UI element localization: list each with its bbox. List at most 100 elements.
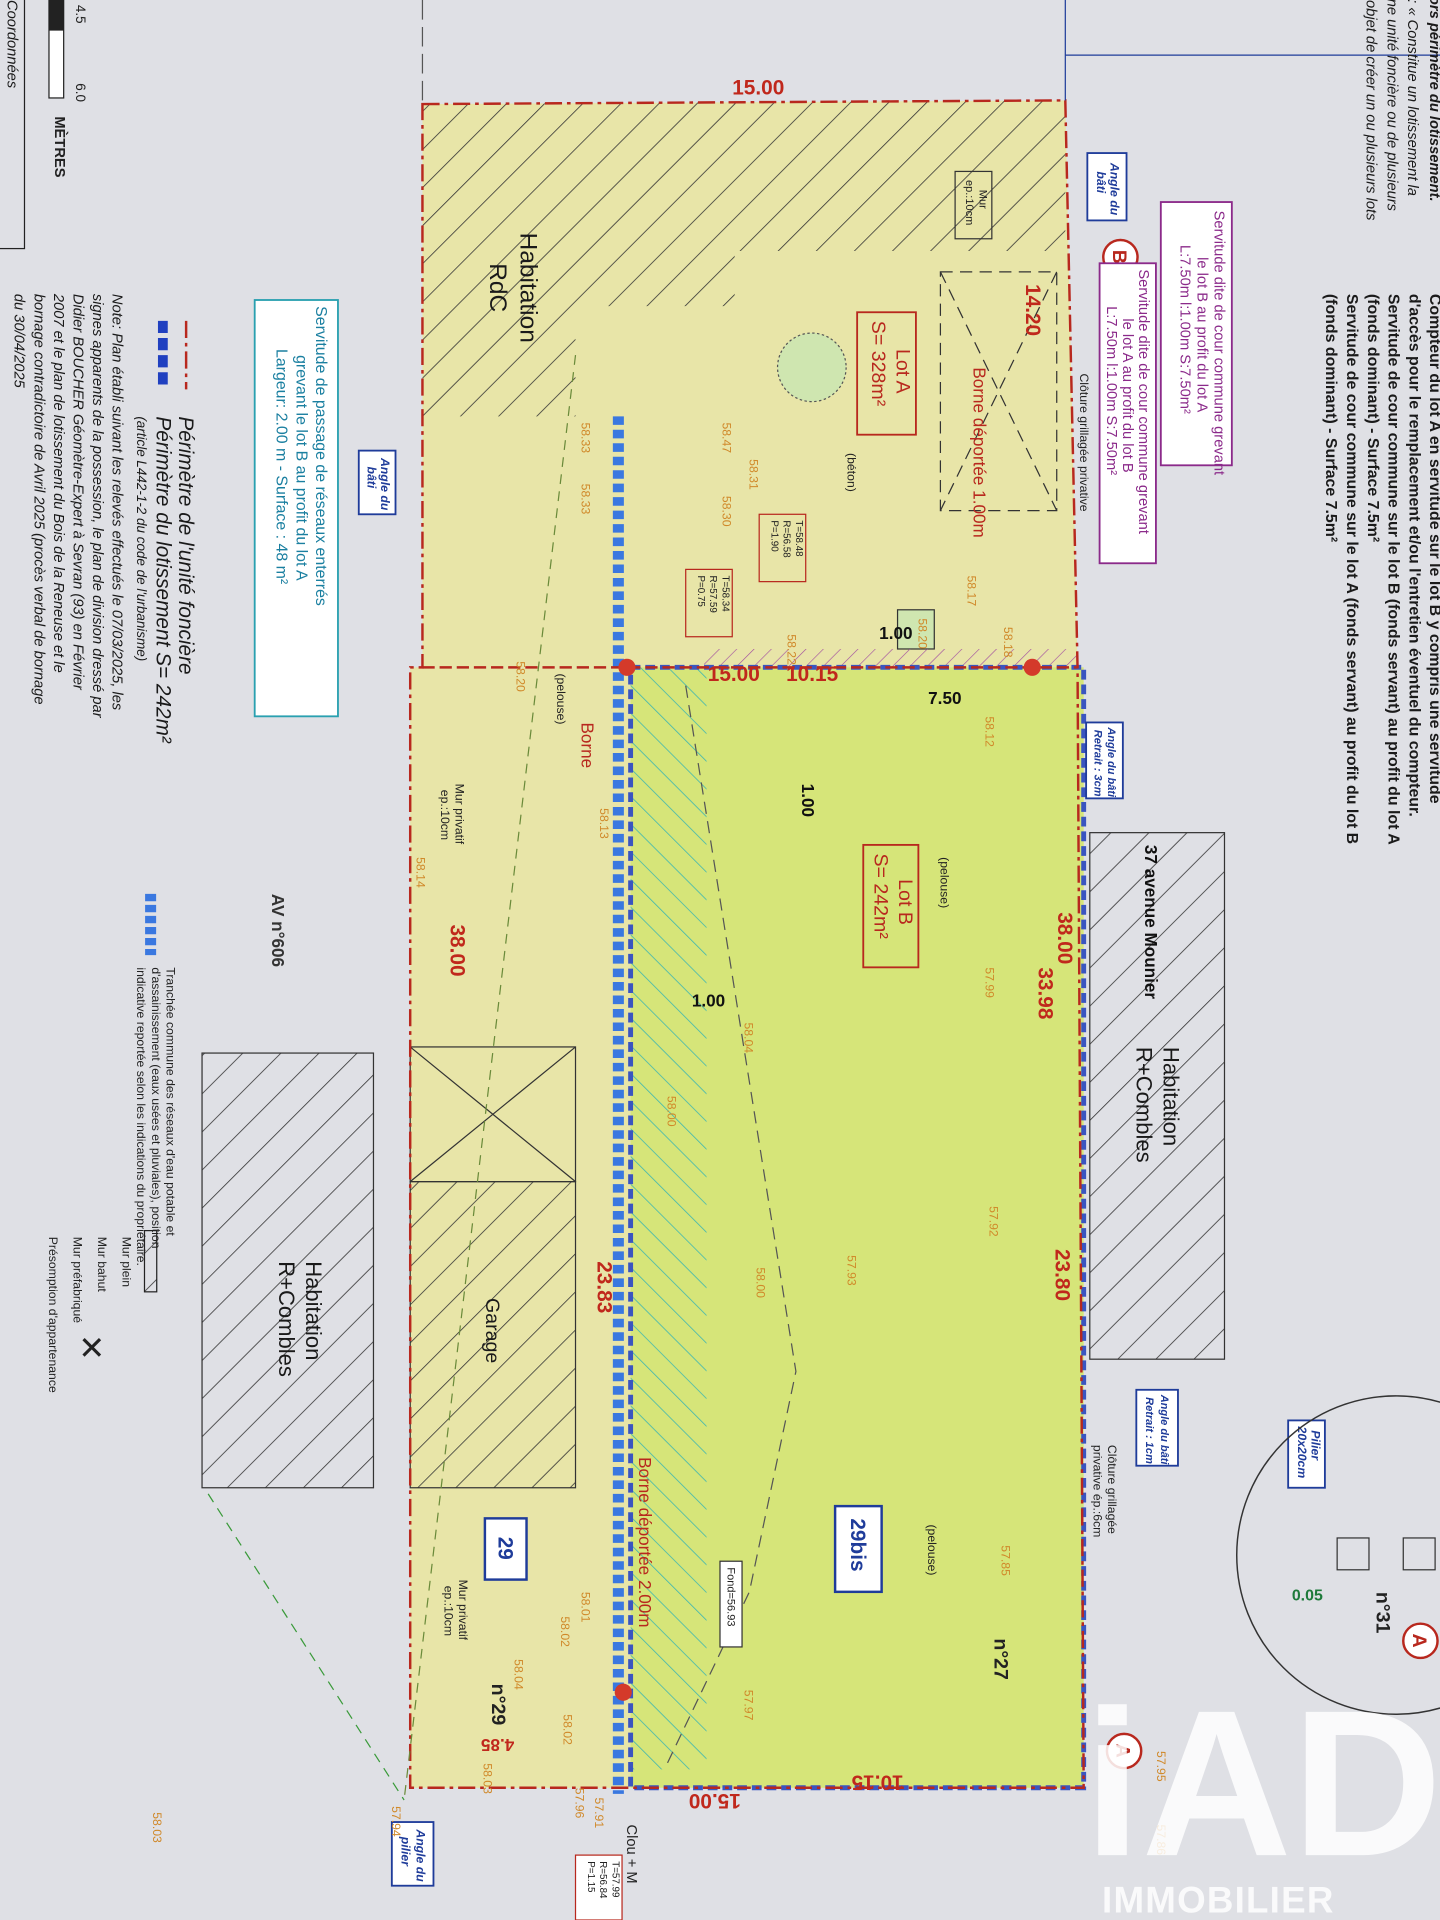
elevation-label: 58.47: [719, 422, 733, 453]
servitude-b-box: [1159, 201, 1233, 467]
elevation-label: 57.85: [999, 1545, 1013, 1576]
legend-tranchee-3: indicative reportée selon les indication…: [134, 967, 148, 1266]
angle-pilier-box: [390, 1821, 435, 1887]
elevation-label: 57.91: [592, 1798, 606, 1829]
circle-b-label: B: [1108, 250, 1130, 264]
pilier-square: [1402, 1537, 1436, 1571]
elevation-label: 58.04: [741, 1022, 755, 1053]
number-29: n°29: [487, 1684, 509, 1726]
pilier-square: [1336, 1537, 1370, 1571]
pilier-label-2: 20x20cm: [1295, 1426, 1309, 1479]
mur-privatif-label: Mur privatif: [453, 784, 467, 845]
servitude-note: d'accès pour le remplacement et/ou l'ent…: [1405, 294, 1422, 817]
borne-label: Borne: [578, 722, 598, 768]
legend-tranchee-1: Tranchée commune des réseaux d'eau potab…: [164, 967, 178, 1236]
note-block: Note: Plan établi suivant les relevés ef…: [11, 293, 125, 719]
coords-box: [0, 0, 26, 250]
angle-retrait-1-label-2: Retrait : 1cm: [1143, 1397, 1155, 1464]
dim-1-00b: 1.00: [798, 784, 818, 817]
elevation-label: 58.03: [150, 1812, 164, 1843]
elevation-label: 58.18: [1001, 627, 1015, 658]
tree-info-5: R=57.59: [707, 576, 718, 613]
circle-a-marker: [1402, 1622, 1439, 1660]
tree-info-8: R=56.84: [597, 1861, 608, 1899]
mur-label: Mur: [977, 190, 989, 209]
servitude-reseaux-line1: Servitude de passage de réseaux enterrés: [312, 306, 329, 606]
elevation-label: 58.00: [664, 1096, 678, 1127]
right-notes: bâti, situé hors périmètre du lotissemen…: [1322, 0, 1440, 845]
tree-icon: [776, 332, 847, 403]
servitude-note: Servitude de cour commune sur le lot A (…: [1343, 294, 1360, 844]
angle-bati-box: [1086, 152, 1128, 222]
servitude-a-line3: L:7.50m l:1.00m S:7.50m²: [1103, 306, 1119, 475]
top-note: division d'une unité foncière ou de plus…: [1383, 0, 1399, 212]
lot-b-label: Lot B: [894, 879, 916, 925]
tree-info-3: P=1.90: [768, 520, 779, 552]
x-mark: [939, 271, 1058, 511]
logo-sub: IMMOBILIER: [1102, 1880, 1335, 1920]
iad-logo: iAD IMMOBILIER: [1084, 1668, 1440, 1920]
elevation-label: 58.22: [784, 634, 798, 665]
angle-bati-box-2: [357, 449, 397, 516]
top-note: bâti, situé hors périmètre du lotissemen…: [1426, 0, 1440, 202]
lot-a-label: Lot A: [891, 349, 913, 395]
elevation-label: 58.12: [983, 716, 997, 747]
elevation-label: 58.31: [746, 459, 760, 490]
logo-brand: iAD: [1084, 1668, 1440, 1900]
top-note: ayant pour objet de créer un ou plusieur…: [1363, 0, 1379, 221]
circle-a-label: A: [1408, 1633, 1430, 1647]
elevation-label: 58.20: [514, 661, 528, 692]
dim-14-20: 14.20: [1021, 284, 1044, 336]
habitation-combles-right: Habitation: [1158, 1047, 1183, 1146]
number-27: n°27: [989, 1638, 1011, 1680]
note-line: signes apparents de la possession, le pl…: [89, 294, 105, 719]
sight-line: [207, 1493, 405, 1801]
coords-label: Coordonnées: [3, 0, 19, 89]
elevation-label: 57.94: [389, 1806, 403, 1837]
dim-10-15-bottom: 10.15: [852, 1771, 904, 1794]
lot-b-pelouse-2: (pelouse): [925, 1524, 939, 1575]
elevation-label: 57.95: [1154, 1751, 1168, 1782]
note-line: du 30/04/2025: [11, 294, 27, 389]
legend-article: (article L442-1-2 du code de l'urbanisme…: [134, 416, 149, 661]
mur-label-2: ep.:10cm: [963, 180, 975, 225]
angle-retrait-1-box: [1135, 1388, 1179, 1467]
servitude-a-line1: Servitude dite de cour commune grevant: [1135, 269, 1151, 534]
servitude-reseaux-strip: [630, 667, 707, 1770]
lot-29bis-box: [833, 1504, 883, 1594]
servitude-b-line1: Servitude dite de cour commune grevant: [1211, 211, 1227, 476]
servitude-note: (fonds dominant) - Surface 7.5m²: [1322, 294, 1339, 542]
tree-info-9: P=1.15: [585, 1861, 596, 1893]
servitude-note: Compteur du lot A en servitude sur le lo…: [1426, 294, 1440, 804]
angle-retrait-3-box: [1085, 721, 1124, 800]
servitude-b-line2: le lot B au profit du lot A: [1194, 257, 1210, 412]
tree-info-2: R=56.58: [781, 520, 792, 558]
cloture-6cm-label-2: privative ép.:6cm: [1090, 1445, 1104, 1537]
elevation-label: 58.01: [579, 1592, 593, 1623]
lot-29-number: 29: [493, 1537, 516, 1560]
tree-info-6: P=0.75: [695, 576, 706, 608]
clou-label: Clou + M: [623, 1824, 639, 1883]
angle-retrait-1-label: Angle du bâti: [1158, 1394, 1170, 1466]
servitude-reseaux-line2: grevant le lot B au profit du lot A: [292, 355, 309, 581]
elevation-label: 57.86: [1154, 1824, 1168, 1855]
wall-box: [939, 271, 1058, 512]
presomption-x-icon: ✕: [78, 1330, 105, 1366]
dim-23-80: 23.80: [1051, 1249, 1074, 1301]
elevation-label: 58.20: [915, 618, 929, 649]
pilier-label: Pilier: [1308, 1430, 1322, 1461]
servitude-reseaux-line3: Largeur: 2.00 m - Surface : 48 m²: [273, 349, 290, 584]
elevation-label: 58.02: [560, 1714, 574, 1745]
tree-info-7: T=57.99: [609, 1861, 620, 1897]
lot-a-beton: (béton): [844, 453, 858, 492]
angle-pilier-label-2: pilier: [399, 1836, 413, 1867]
neighbor-house-right: [1089, 832, 1226, 1360]
legend-tranchee-2: d'assainissement (eaux usées et pluviale…: [149, 967, 163, 1248]
habitation-rdc-label-2: RdC: [484, 263, 511, 312]
note-line: bornage contradictoire de Avril 2025 (pr…: [30, 294, 46, 705]
servitude-a-line2: le lot A au profit du lot B: [1119, 318, 1135, 473]
garage-label: Garage: [481, 1298, 503, 1363]
tree-info-4: T=58.34: [719, 576, 730, 613]
elevation-label: 58.02: [558, 1616, 572, 1647]
parcel-label: AV n°606: [268, 894, 288, 967]
